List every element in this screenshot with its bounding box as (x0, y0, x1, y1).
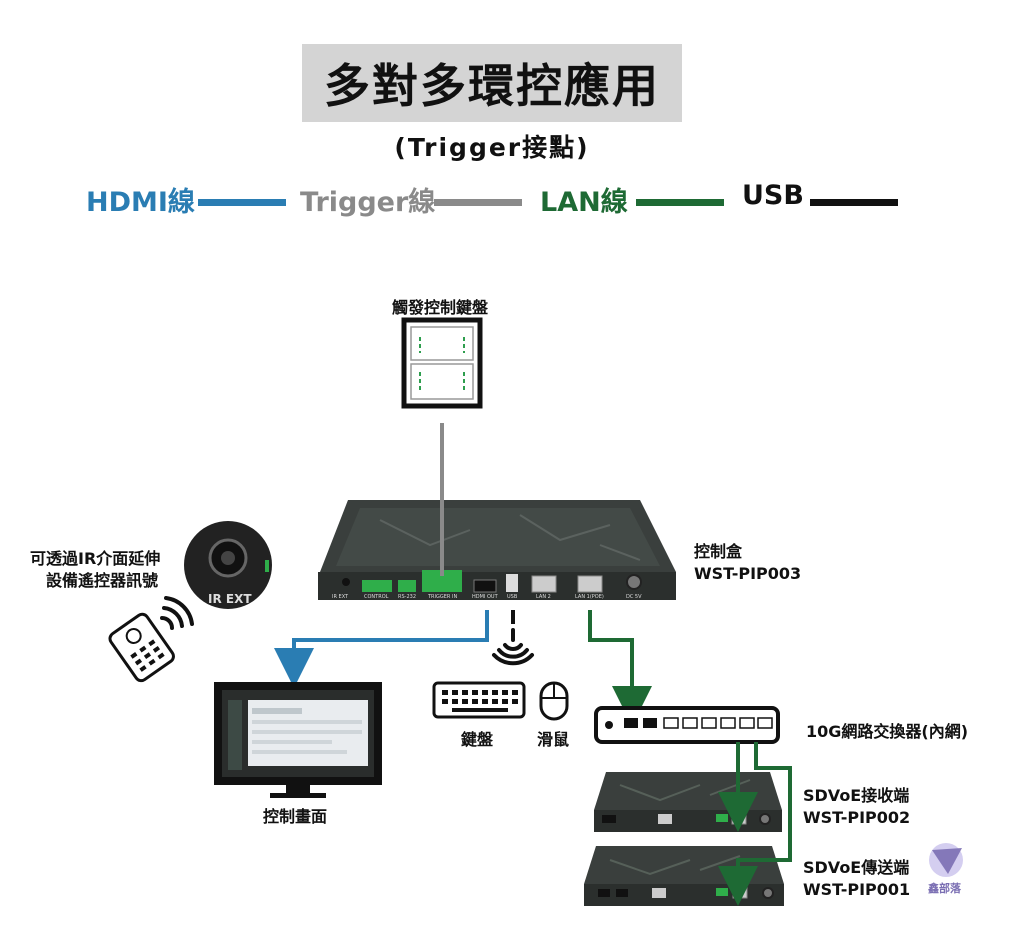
legend-hdmi-label: HDMI線 (86, 187, 195, 218)
mouse-label: 滑鼠 (537, 730, 570, 749)
remote-icon (108, 612, 175, 683)
ir-ext-port-label: IR EXT (208, 592, 252, 606)
receiver-name: SDVoE接收端 (803, 786, 910, 805)
port-control: CONTROL (364, 594, 389, 600)
legend-trigger-line (434, 199, 522, 206)
port-usb: USB (507, 594, 518, 600)
keyboard-label: 鍵盤 (461, 730, 494, 749)
control-display (214, 682, 382, 798)
transmitter-name: SDVoE傳送端 (803, 858, 910, 877)
legend-lan-label: LAN線 (540, 187, 628, 218)
network-switch (594, 706, 780, 744)
port-dc5v: DC 5V (626, 594, 642, 600)
port-lan2: LAN 2 (536, 594, 551, 600)
lan-cable-transmitter (718, 742, 792, 906)
watermark-text: 鑫部落 (928, 882, 961, 895)
transmitter-model: WST-PIP001 (803, 880, 911, 899)
display-label: 控制畫面 (263, 807, 328, 826)
sdvoe-receiver (594, 772, 782, 832)
switch-label: 10G網路交換器(內網) (806, 722, 969, 741)
page-title: 多對多環控應用 (302, 44, 682, 122)
port-ir-ext: IR EXT (332, 594, 349, 600)
port-hdmi-out: HDMI OUT (472, 594, 498, 600)
port-trigger-in: TRIGGER IN (428, 594, 458, 600)
keyboard-icon (432, 681, 526, 719)
sdvoe-transmitter (584, 846, 784, 906)
port-lan1-poe: LAN 1(POE) (575, 594, 604, 600)
controller-model: WST-PIP003 (694, 564, 802, 583)
ir-signal-icon (160, 596, 194, 630)
legend-hdmi-line (198, 199, 286, 206)
port-rs232: RS-232 (398, 594, 416, 600)
legend-lan-line (636, 199, 724, 206)
trigger-keypad (401, 317, 483, 409)
legend-trigger-label: Trigger線 (300, 187, 436, 218)
mouse-icon (539, 681, 569, 721)
hdmi-cable (274, 610, 489, 688)
ir-note-line1: 可透過IR介面延伸 (30, 549, 161, 568)
ir-ext-port (184, 521, 272, 609)
legend-usb-label: USB (742, 180, 804, 211)
page-subtitle: (Trigger接點) (394, 133, 590, 162)
watermark-logo-icon (929, 843, 963, 877)
trigger-keypad-label: 觸發控制鍵盤 (392, 298, 489, 317)
controller-name: 控制盒 (694, 542, 743, 561)
receiver-model: WST-PIP002 (803, 808, 911, 827)
ir-note-line2: 設備遙控器訊號 (46, 571, 159, 590)
legend-usb-line (810, 199, 898, 206)
lan-cable-controller (588, 610, 652, 726)
controller-box (318, 500, 676, 600)
wireless-icon (492, 628, 534, 666)
